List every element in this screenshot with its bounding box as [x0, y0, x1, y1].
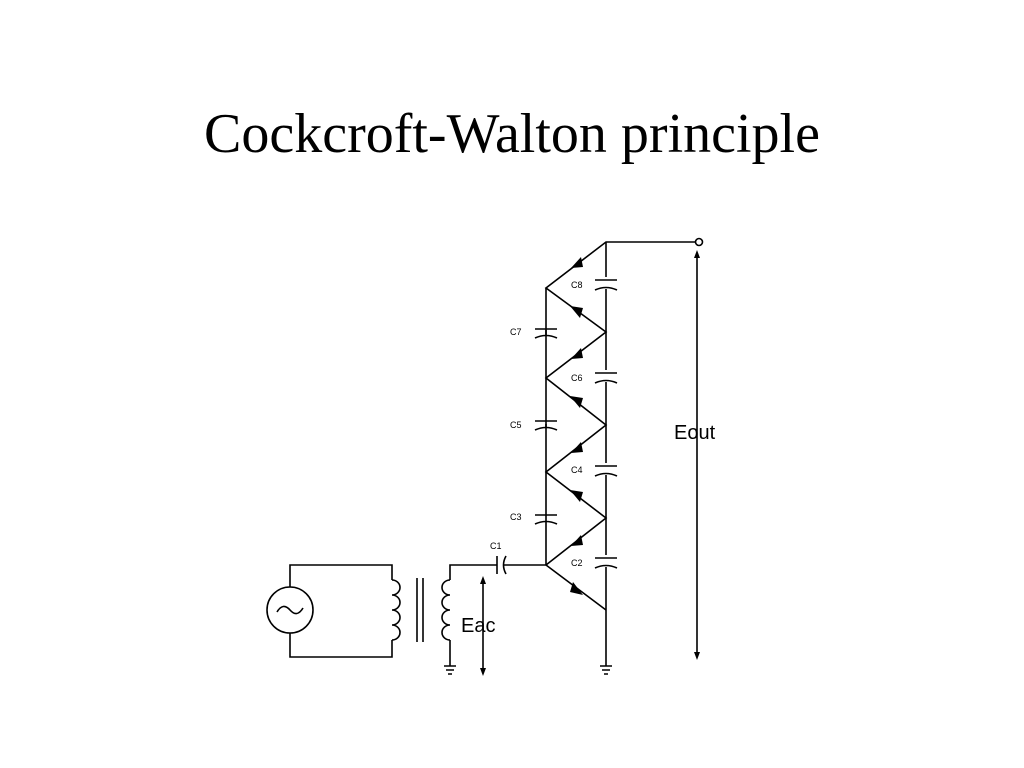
- c5-label: C5: [510, 420, 522, 430]
- c2-label: C2: [571, 558, 583, 568]
- eac-label: Eac: [461, 615, 495, 637]
- diode-ladder: [544, 241, 696, 611]
- transformer: [391, 564, 497, 675]
- ac-source: [266, 564, 393, 658]
- c3-label: C3: [510, 512, 522, 522]
- output-terminal: [694, 237, 704, 247]
- c6-label: C6: [571, 373, 583, 383]
- c1-label: C1: [490, 541, 502, 551]
- left-column: [534, 288, 558, 565]
- right-column: [594, 242, 618, 675]
- eout-label: Eout: [674, 422, 716, 444]
- diode-markers: [570, 257, 583, 595]
- c4-label: C4: [571, 465, 583, 475]
- capacitor-c1: [496, 555, 546, 575]
- c8-label: C8: [571, 280, 583, 290]
- slide-title: Cockcroft-Walton principle: [204, 103, 820, 165]
- c7-label: C7: [510, 327, 522, 337]
